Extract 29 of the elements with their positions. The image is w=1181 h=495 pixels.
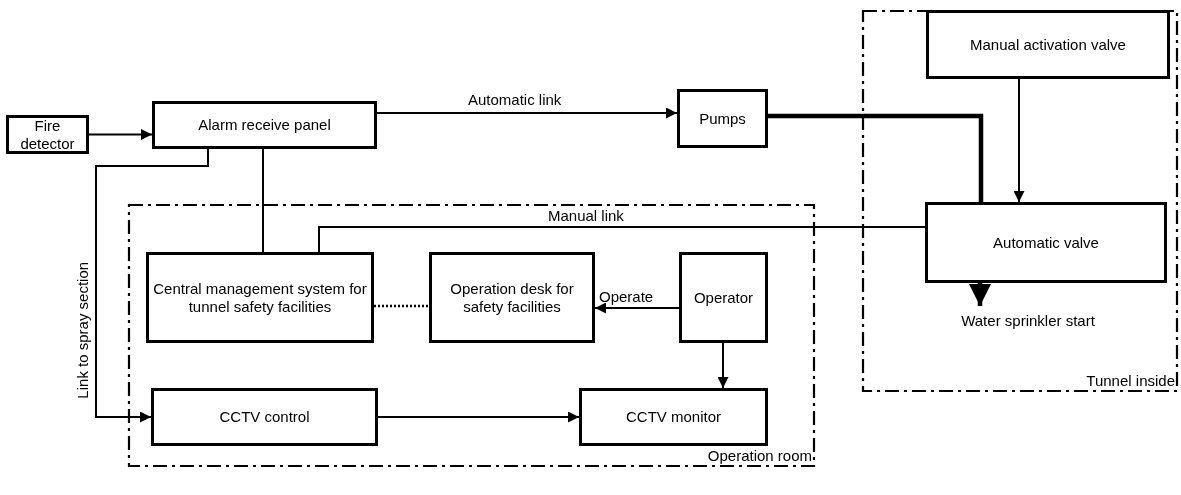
process-box: Operation desk for safety facilities <box>429 252 595 343</box>
process-box: Fire detector <box>6 115 89 154</box>
connector-line <box>318 226 926 253</box>
edge-label: Automatic link <box>468 92 562 109</box>
connector-line <box>95 148 209 423</box>
edge-label: Operate <box>599 289 654 306</box>
connector-line <box>594 302 680 314</box>
connector-line <box>88 129 153 140</box>
process-box: Alarm receive panel <box>152 101 377 149</box>
process-box: Central management system for tunnel safety facilities <box>146 252 374 343</box>
edge-label: Link to spray section <box>74 261 92 399</box>
connector-line <box>376 107 678 119</box>
zone-label: Operation room <box>707 447 812 465</box>
connector-line <box>374 304 429 308</box>
process-box: Automatic valve <box>925 202 1167 283</box>
connector-line <box>1013 78 1025 203</box>
process-box: Operator <box>679 252 768 343</box>
process-box: CCTV control <box>151 388 378 446</box>
edge-label: Manual link <box>548 208 624 225</box>
connector-line <box>377 411 580 423</box>
process-box: Manual activation valve <box>926 10 1170 79</box>
connector-line <box>262 148 264 253</box>
process-box: CCTV monitor <box>579 388 768 446</box>
zone-label: Tunnel inside <box>1086 372 1175 390</box>
connector-line <box>768 113 984 202</box>
connector-line <box>717 342 729 389</box>
connector-line <box>969 283 991 306</box>
process-box: Pumps <box>677 89 768 148</box>
node-text: Water sprinkler start <box>938 311 1118 331</box>
